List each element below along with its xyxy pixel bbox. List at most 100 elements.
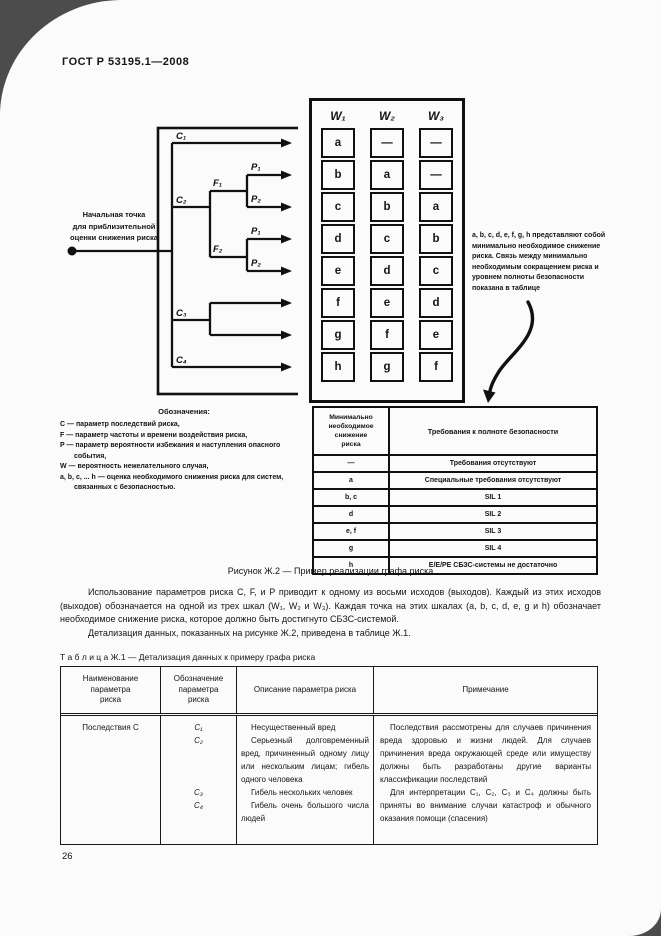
tree-outer-box [156,126,298,396]
sil-reduction: — [312,454,390,473]
description-cell: Гибель нескольких человек [237,786,374,799]
figure-legend: Обозначения: C — параметр последствий ри… [60,406,308,494]
w1-cell: h [321,352,355,382]
w3-column: W₃ — — a b c d e f [419,103,453,386]
column-filler [237,825,374,844]
legend-item-abc: a, b, c, ... h — оценка необходимого сни… [60,473,284,492]
w1-cell: g [321,320,355,350]
label-p2-upper: P₂ [251,194,261,205]
arrowhead [281,170,292,180]
table-zh1-label: Т а б л и ц а Ж.1 — Детализация данных к… [60,652,316,662]
label-f2: F₂ [213,244,223,255]
parameter-name-cell: Последствия C [61,716,161,844]
symbol-cell: C₄ [161,799,237,825]
w3-cell: — [419,160,453,190]
column-header-description: Описание параметра риска [237,667,374,713]
legend-item-c: C — параметр последствий риска, [60,421,180,429]
label-c4: C₄ [176,355,187,366]
table-zh1-header-row: Наименование параметра риска Обозначение… [61,667,597,716]
legend-title: Обозначения: [158,407,210,416]
column-header-note: Примечание [462,684,509,694]
table-zh1: Наименование параметра риска Обозначение… [60,666,598,845]
w2-cell: f [370,320,404,350]
legend-item-f: F — параметр частоты и времени воздейств… [60,431,248,439]
w1-header: W₁ [330,108,346,123]
column-header-symbol: Обозначение параметра риска [161,667,237,713]
symbol-cell: C₂ [161,734,237,786]
figure-caption: Рисунок Ж.2 — Пример реализации графа ри… [227,566,434,576]
w3-cell: c [419,256,453,286]
w2-header: W₂ [379,108,395,123]
w3-cell: a [419,192,453,222]
sil-requirement: SIL 4 [388,539,598,558]
tree-frame [156,126,298,396]
sil-reduction: d [312,505,390,524]
label-p2-lower: P₂ [251,258,261,269]
sil-requirement: Требования отсутствуют [388,454,598,473]
w2-cell: e [370,288,404,318]
w2-cell: b [370,192,404,222]
w2-cell: — [370,128,404,158]
sil-requirement: Е/Е/РЕ СБЗС-системы не достаточно [388,556,598,575]
body-text: Использование параметров риска C, F, и P… [60,586,601,640]
w2-cell: d [370,256,404,286]
curved-arrowhead [483,389,496,403]
description-cell: Серьезный долговременный вред, причиненн… [237,734,374,786]
w2-cell: a [370,160,404,190]
document-header: ГОСТ Р 53195.1—2008 [62,56,190,68]
curved-arrow [483,300,535,403]
sil-header-requirement: Требования к полноте безопасности [388,406,598,456]
w3-cell: d [419,288,453,318]
sil-requirements-table: Минимально необходимое снижение риска Тр… [312,406,598,575]
arrowhead [281,234,292,244]
column-filler [161,825,237,844]
column-header-name: Наименование параметра риска [61,667,161,713]
arrowhead [281,266,292,276]
legend-item-w: W — вероятность нежелательного случая, [60,463,209,471]
w1-cell: c [321,192,355,222]
table-row: — Требования отсутствуют [312,454,598,473]
table-row: a Специальные требования отсутствуют [312,471,598,490]
w1-cell: d [321,224,355,254]
label-c2: C₂ [176,195,187,206]
table-zh1-body: Последствия C C₁ C₂ C₃ C₄ Несущественный… [61,716,597,844]
page-number: 26 [62,851,73,862]
start-point-label: Начальная точка для приблизительной оцен… [70,210,158,243]
label-c3: C₃ [176,308,187,319]
bottom-right-corner [629,909,661,936]
curved-arrow-shaft [488,300,535,393]
description-cell: Несущественный вред [237,716,374,734]
label-f1: F₁ [213,178,222,189]
arrowhead [281,362,292,372]
arrowhead [281,138,292,148]
sil-requirement: Специальные требования отсутствуют [388,471,598,490]
w2-cell: g [370,352,404,382]
w3-cell: e [419,320,453,350]
sil-reduction: b, c [312,488,390,507]
sil-reduction: e, f [312,522,390,541]
w3-cell: b [419,224,453,254]
sil-reduction: h [312,556,390,575]
sil-header-reduction: Минимально необходимое снижение риска [312,406,390,456]
w1-cell: f [321,288,355,318]
w1-cell: a [321,128,355,158]
w3-cell: — [419,128,453,158]
arrowhead [281,298,292,308]
symbol-cell: C₁ [161,716,237,734]
arrowhead [281,330,292,340]
table-row: e, f SIL 3 [312,522,598,541]
table-row: g SIL 4 [312,539,598,558]
w-scales-box: W₁ a b c d e f g h W₂ — a b c d e f g W₃… [309,98,465,403]
table-row: h Е/Е/РЕ СБЗС-системы не достаточно [312,556,598,575]
table-row: b, c SIL 1 [312,488,598,507]
figure-side-note: a, b, c, d, e, f, g, h представляют собо… [472,232,606,292]
tree-arrowheads [281,138,292,372]
note-paragraph: Последствия рассмотрены для случаев прич… [380,723,591,784]
label-p1-lower: P₁ [251,226,261,237]
label-c1: C₁ [176,131,186,142]
risk-graph-tree: C₁ C₂ C₃ C₄ F₁ F₂ P₁ P₂ P₁ P₂ [67,126,298,396]
symbol-cell: C₃ [161,786,237,799]
note-paragraph: Для интерпретации C₁, C₂, C₃ и C₄ должны… [380,788,591,823]
tree-lines [72,141,282,369]
